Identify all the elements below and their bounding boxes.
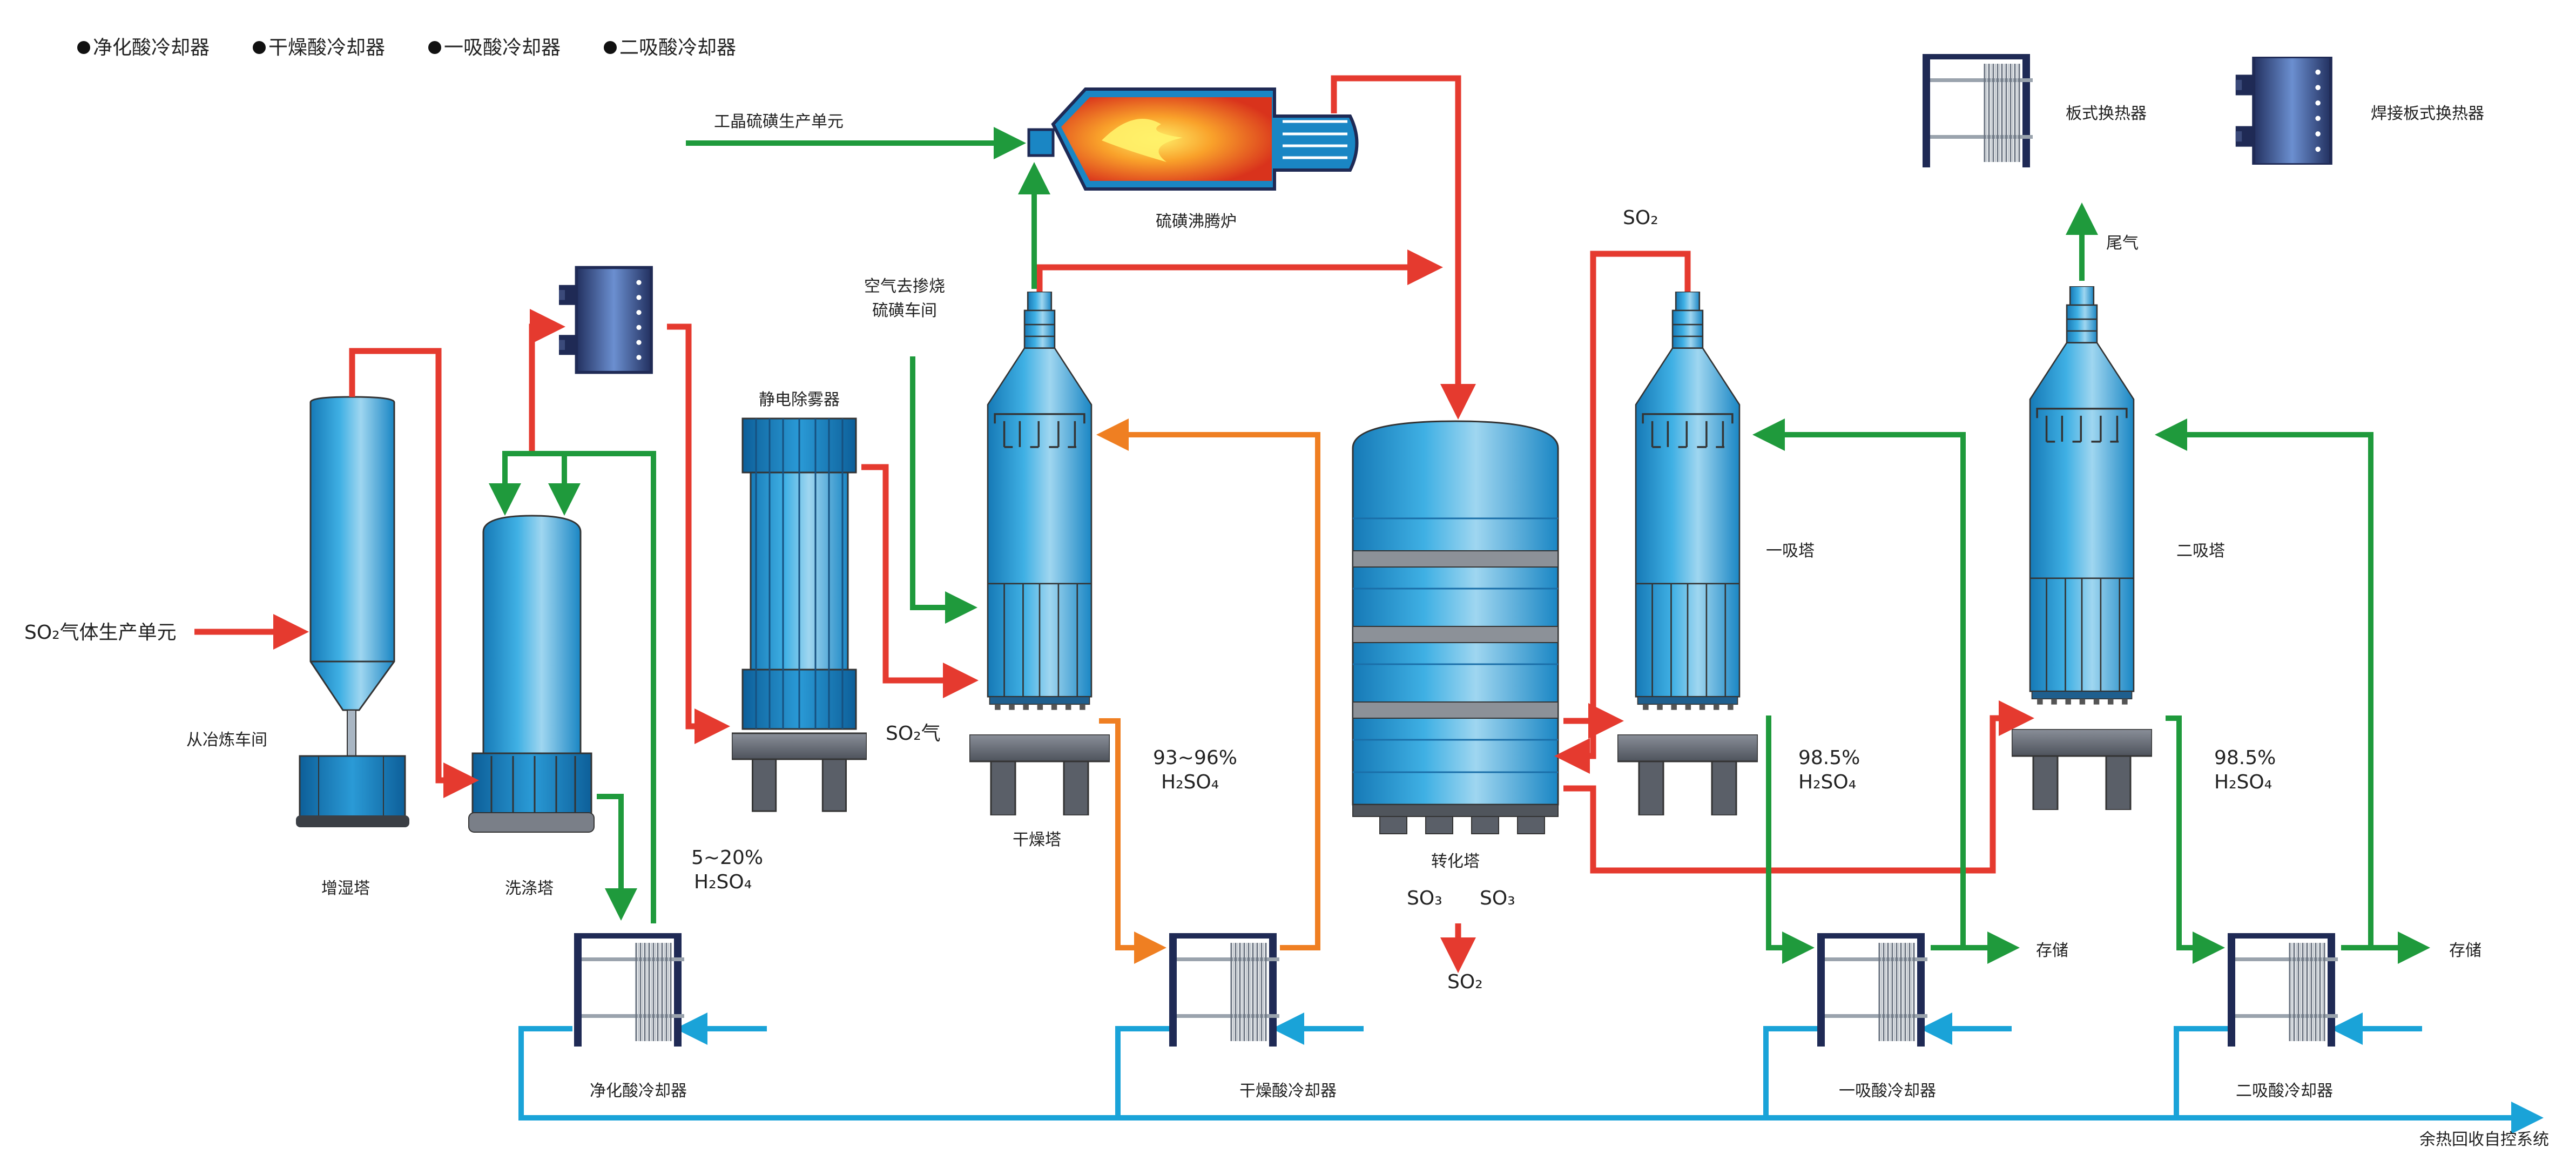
first-absorber-stand <box>1617 734 1758 815</box>
plate-heat-exchanger-icon <box>1921 54 2033 167</box>
acid-98-5-percent-a: 98.5% <box>1798 747 1860 769</box>
second-absorb-cooler-exchanger <box>2227 933 2338 1047</box>
diagram-labels: 工晶硫磺生产单元 硫磺沸腾炉 SO₂气体生产单元 从冶炼车间 空气去掺烧 硫磺车… <box>24 112 2549 1149</box>
welded-plate-exchanger-icon <box>559 267 651 372</box>
first-absorb-cooler-label: 一吸酸冷却器 <box>1839 1082 1936 1101</box>
acid-98-5-formula-b: H₂SO₄ <box>2214 771 2272 793</box>
storage-label-2: 存储 <box>2449 941 2481 960</box>
washer-label: 洗涤塔 <box>505 879 554 898</box>
legend-bullet-icon <box>77 41 90 54</box>
drying-acid-cooler-exchanger <box>1168 933 1280 1047</box>
legend-item-drying-acid-cooler: 干燥酸冷却器 <box>268 37 385 59</box>
legend-plate-exchanger-label: 板式换热器 <box>2066 104 2147 123</box>
legend-item-clean-acid-cooler: 净化酸冷却器 <box>93 37 210 59</box>
tail-gas-label: 尾气 <box>2106 234 2139 253</box>
converter-label: 转化塔 <box>1431 852 1480 871</box>
humidifier-tower <box>296 396 409 827</box>
sulfur-boiler <box>1027 87 1359 191</box>
first-absorber-label: 一吸塔 <box>1766 542 1815 561</box>
esp-label: 静电除雾器 <box>759 390 840 409</box>
legend-item-first-absorb-cooler: 一吸酸冷却器 <box>444 37 561 59</box>
legend-bullet-icon <box>604 41 617 54</box>
legend-item-second-absorb-cooler: 二吸酸冷却器 <box>619 37 736 59</box>
acid-93-96-percent: 93~96% <box>1153 747 1237 769</box>
second-absorber-stand <box>2012 729 2152 810</box>
acid-98-5-percent-b: 98.5% <box>2214 747 2276 769</box>
heat-recovery-label: 余热回收自控系统 <box>2419 1130 2549 1149</box>
cooling-water-lines <box>518 1013 2544 1134</box>
second-absorber-tower <box>2029 286 2135 706</box>
so2-bottom-label: SO₂ <box>1447 971 1483 993</box>
electrostatic-precipitator <box>741 417 857 730</box>
acid-98-5-formula-a: H₂SO₄ <box>1798 771 1856 793</box>
air-roasting-label-1: 空气去掺烧 <box>864 277 945 296</box>
converter-tower <box>1352 420 1559 834</box>
so2-gas-unit-label: SO₂气体生产单元 <box>24 622 177 644</box>
acid-5-20-percent: 5~20% <box>691 847 763 869</box>
legend-bullet-icon <box>253 41 266 54</box>
second-absorb-cooler-label: 二吸酸冷却器 <box>2236 1082 2333 1101</box>
boiler-label: 硫磺沸腾炉 <box>1156 212 1237 231</box>
legend: 净化酸冷却器 干燥酸冷却器 一吸酸冷却器 二吸酸冷却器 板式换热器 焊接板式换热… <box>77 37 2484 167</box>
from-smelting-label: 从冶炼车间 <box>186 731 267 750</box>
so3-label-a: SO₃ <box>1407 887 1442 909</box>
drying-tower-label: 干燥塔 <box>1013 831 1061 849</box>
humidifier-label: 增湿塔 <box>321 879 370 898</box>
sulfur-unit-label: 工晶硫磺生产单元 <box>714 112 844 131</box>
clean-acid-cooler-exchanger <box>573 933 685 1047</box>
air-flow-lines <box>489 127 2430 964</box>
first-absorber-tower <box>1635 292 1741 711</box>
legend-bullet-icon <box>428 41 441 54</box>
acid-5-20-formula: H₂SO₄ <box>694 871 752 893</box>
esp-stand <box>732 732 867 812</box>
so2-gas-label: SO₂气 <box>886 723 941 745</box>
drying-tower-stand <box>969 734 1110 815</box>
drying-tower <box>987 292 1093 711</box>
gas-flow-lines <box>194 75 2034 973</box>
drying-acid-cooler-label: 干燥酸冷却器 <box>1239 1082 1337 1101</box>
acid-93-96-formula: H₂SO₄ <box>1161 771 1219 793</box>
legend-welded-exchanger-label: 焊接板式换热器 <box>2371 104 2484 123</box>
clean-acid-cooler-label: 净化酸冷却器 <box>590 1082 687 1101</box>
second-absorber-label: 二吸塔 <box>2176 542 2225 561</box>
acid-flow-lines <box>1096 418 1320 964</box>
so2-top-label: SO₂ <box>1623 207 1658 229</box>
storage-label-1: 存储 <box>2036 941 2068 960</box>
so3-label-b: SO₃ <box>1480 887 1515 909</box>
first-absorb-cooler-exchanger <box>1816 933 1928 1047</box>
washer-tower <box>468 515 595 833</box>
air-roasting-label-2: 硫磺车间 <box>872 301 937 320</box>
welded-plate-exchanger-icon <box>2236 57 2331 165</box>
